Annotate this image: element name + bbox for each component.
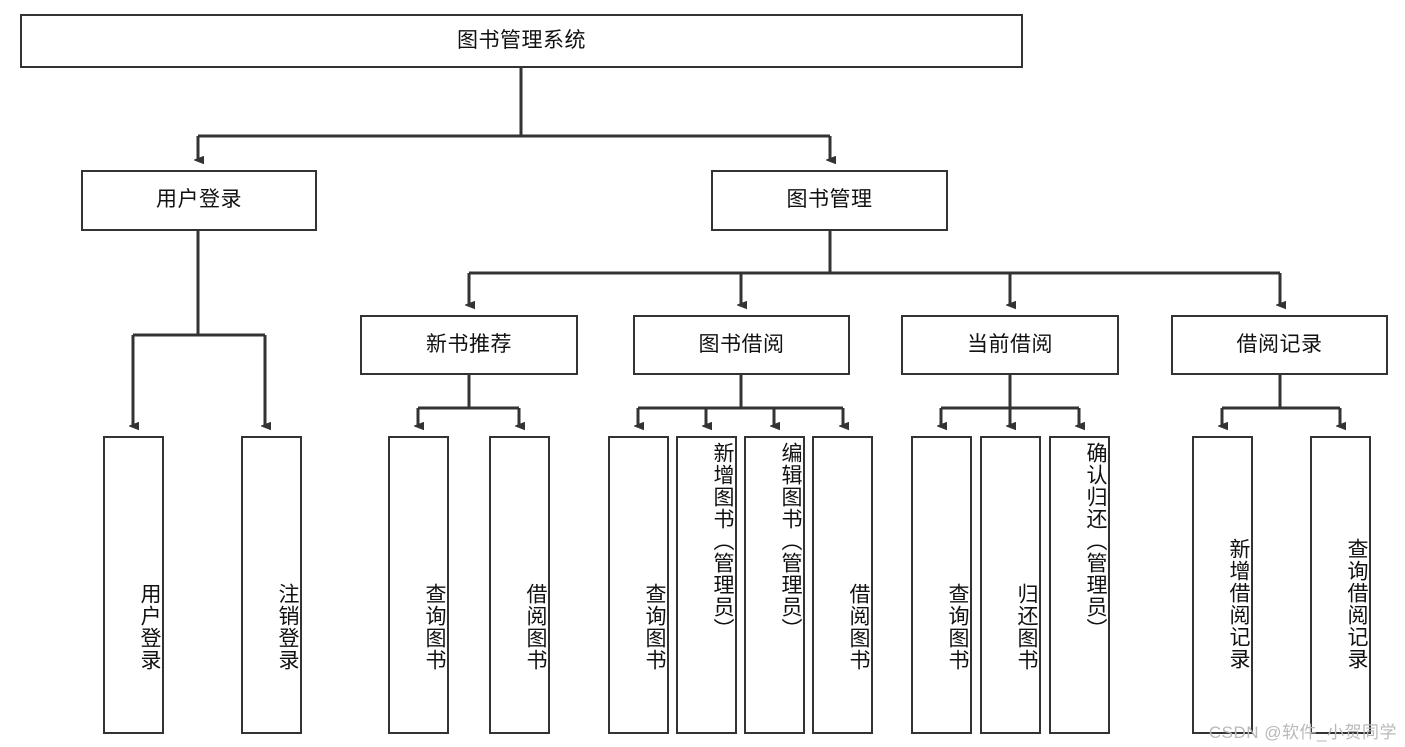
node-label: 新书推荐: [426, 332, 512, 356]
node-label: 借阅图书: [847, 583, 870, 671]
node-leaf-user-logout[interactable]: 注销登录: [241, 436, 302, 734]
node-label: 用户登录: [156, 188, 242, 212]
node-label: 查询图书: [946, 583, 969, 671]
node-leaf-query-borrow-record[interactable]: 查询借阅记录: [1310, 436, 1371, 734]
node-leaf-add-book-admin[interactable]: 新增图书（管理员）: [676, 436, 737, 734]
watermark-text: CSDN @软件_小贺同学: [1208, 723, 1397, 742]
node-label: 归还图书: [1015, 583, 1038, 671]
node-label: 新增借阅记录: [1227, 538, 1250, 670]
node-label: 确认归还（管理员）: [1084, 442, 1107, 640]
node-leaf-edit-book-admin[interactable]: 编辑图书（管理员）: [744, 436, 805, 734]
node-label: 查询借阅记录: [1345, 538, 1368, 670]
node-label: 查询图书: [423, 583, 446, 671]
node-leaf-query-book-recommend[interactable]: 查询图书: [388, 436, 449, 734]
node-label: 用户登录: [138, 583, 161, 671]
node-label: 注销登录: [276, 583, 299, 671]
node-new-book-recommend[interactable]: 新书推荐: [360, 315, 578, 375]
node-label: 编辑图书（管理员）: [779, 442, 802, 640]
node-leaf-user-login[interactable]: 用户登录: [103, 436, 164, 734]
node-root-book-management-system[interactable]: 图书管理系统: [20, 14, 1023, 68]
node-user-login[interactable]: 用户登录: [81, 170, 317, 231]
node-label: 查询图书: [643, 583, 666, 671]
node-label: 图书管理系统: [457, 28, 586, 52]
node-label: 当前借阅: [967, 332, 1053, 356]
node-borrow-record[interactable]: 借阅记录: [1171, 315, 1388, 375]
node-leaf-query-book-current[interactable]: 查询图书: [911, 436, 972, 734]
node-label: 图书借阅: [698, 332, 785, 356]
node-current-borrow[interactable]: 当前借阅: [901, 315, 1119, 375]
node-leaf-add-borrow-record[interactable]: 新增借阅记录: [1192, 436, 1253, 734]
node-leaf-borrow-book-recommend[interactable]: 借阅图书: [489, 436, 550, 734]
node-book-management[interactable]: 图书管理: [711, 170, 948, 231]
node-leaf-confirm-return-admin[interactable]: 确认归还（管理员）: [1049, 436, 1110, 734]
node-leaf-query-book-borrow[interactable]: 查询图书: [608, 436, 669, 734]
node-leaf-borrow-book[interactable]: 借阅图书: [812, 436, 873, 734]
node-label: 图书管理: [786, 188, 873, 212]
node-label: 借阅记录: [1236, 332, 1323, 356]
node-leaf-return-book[interactable]: 归还图书: [980, 436, 1041, 734]
node-label: 新增图书（管理员）: [711, 442, 734, 640]
node-book-borrow[interactable]: 图书借阅: [633, 315, 850, 375]
node-label: 借阅图书: [524, 583, 547, 671]
